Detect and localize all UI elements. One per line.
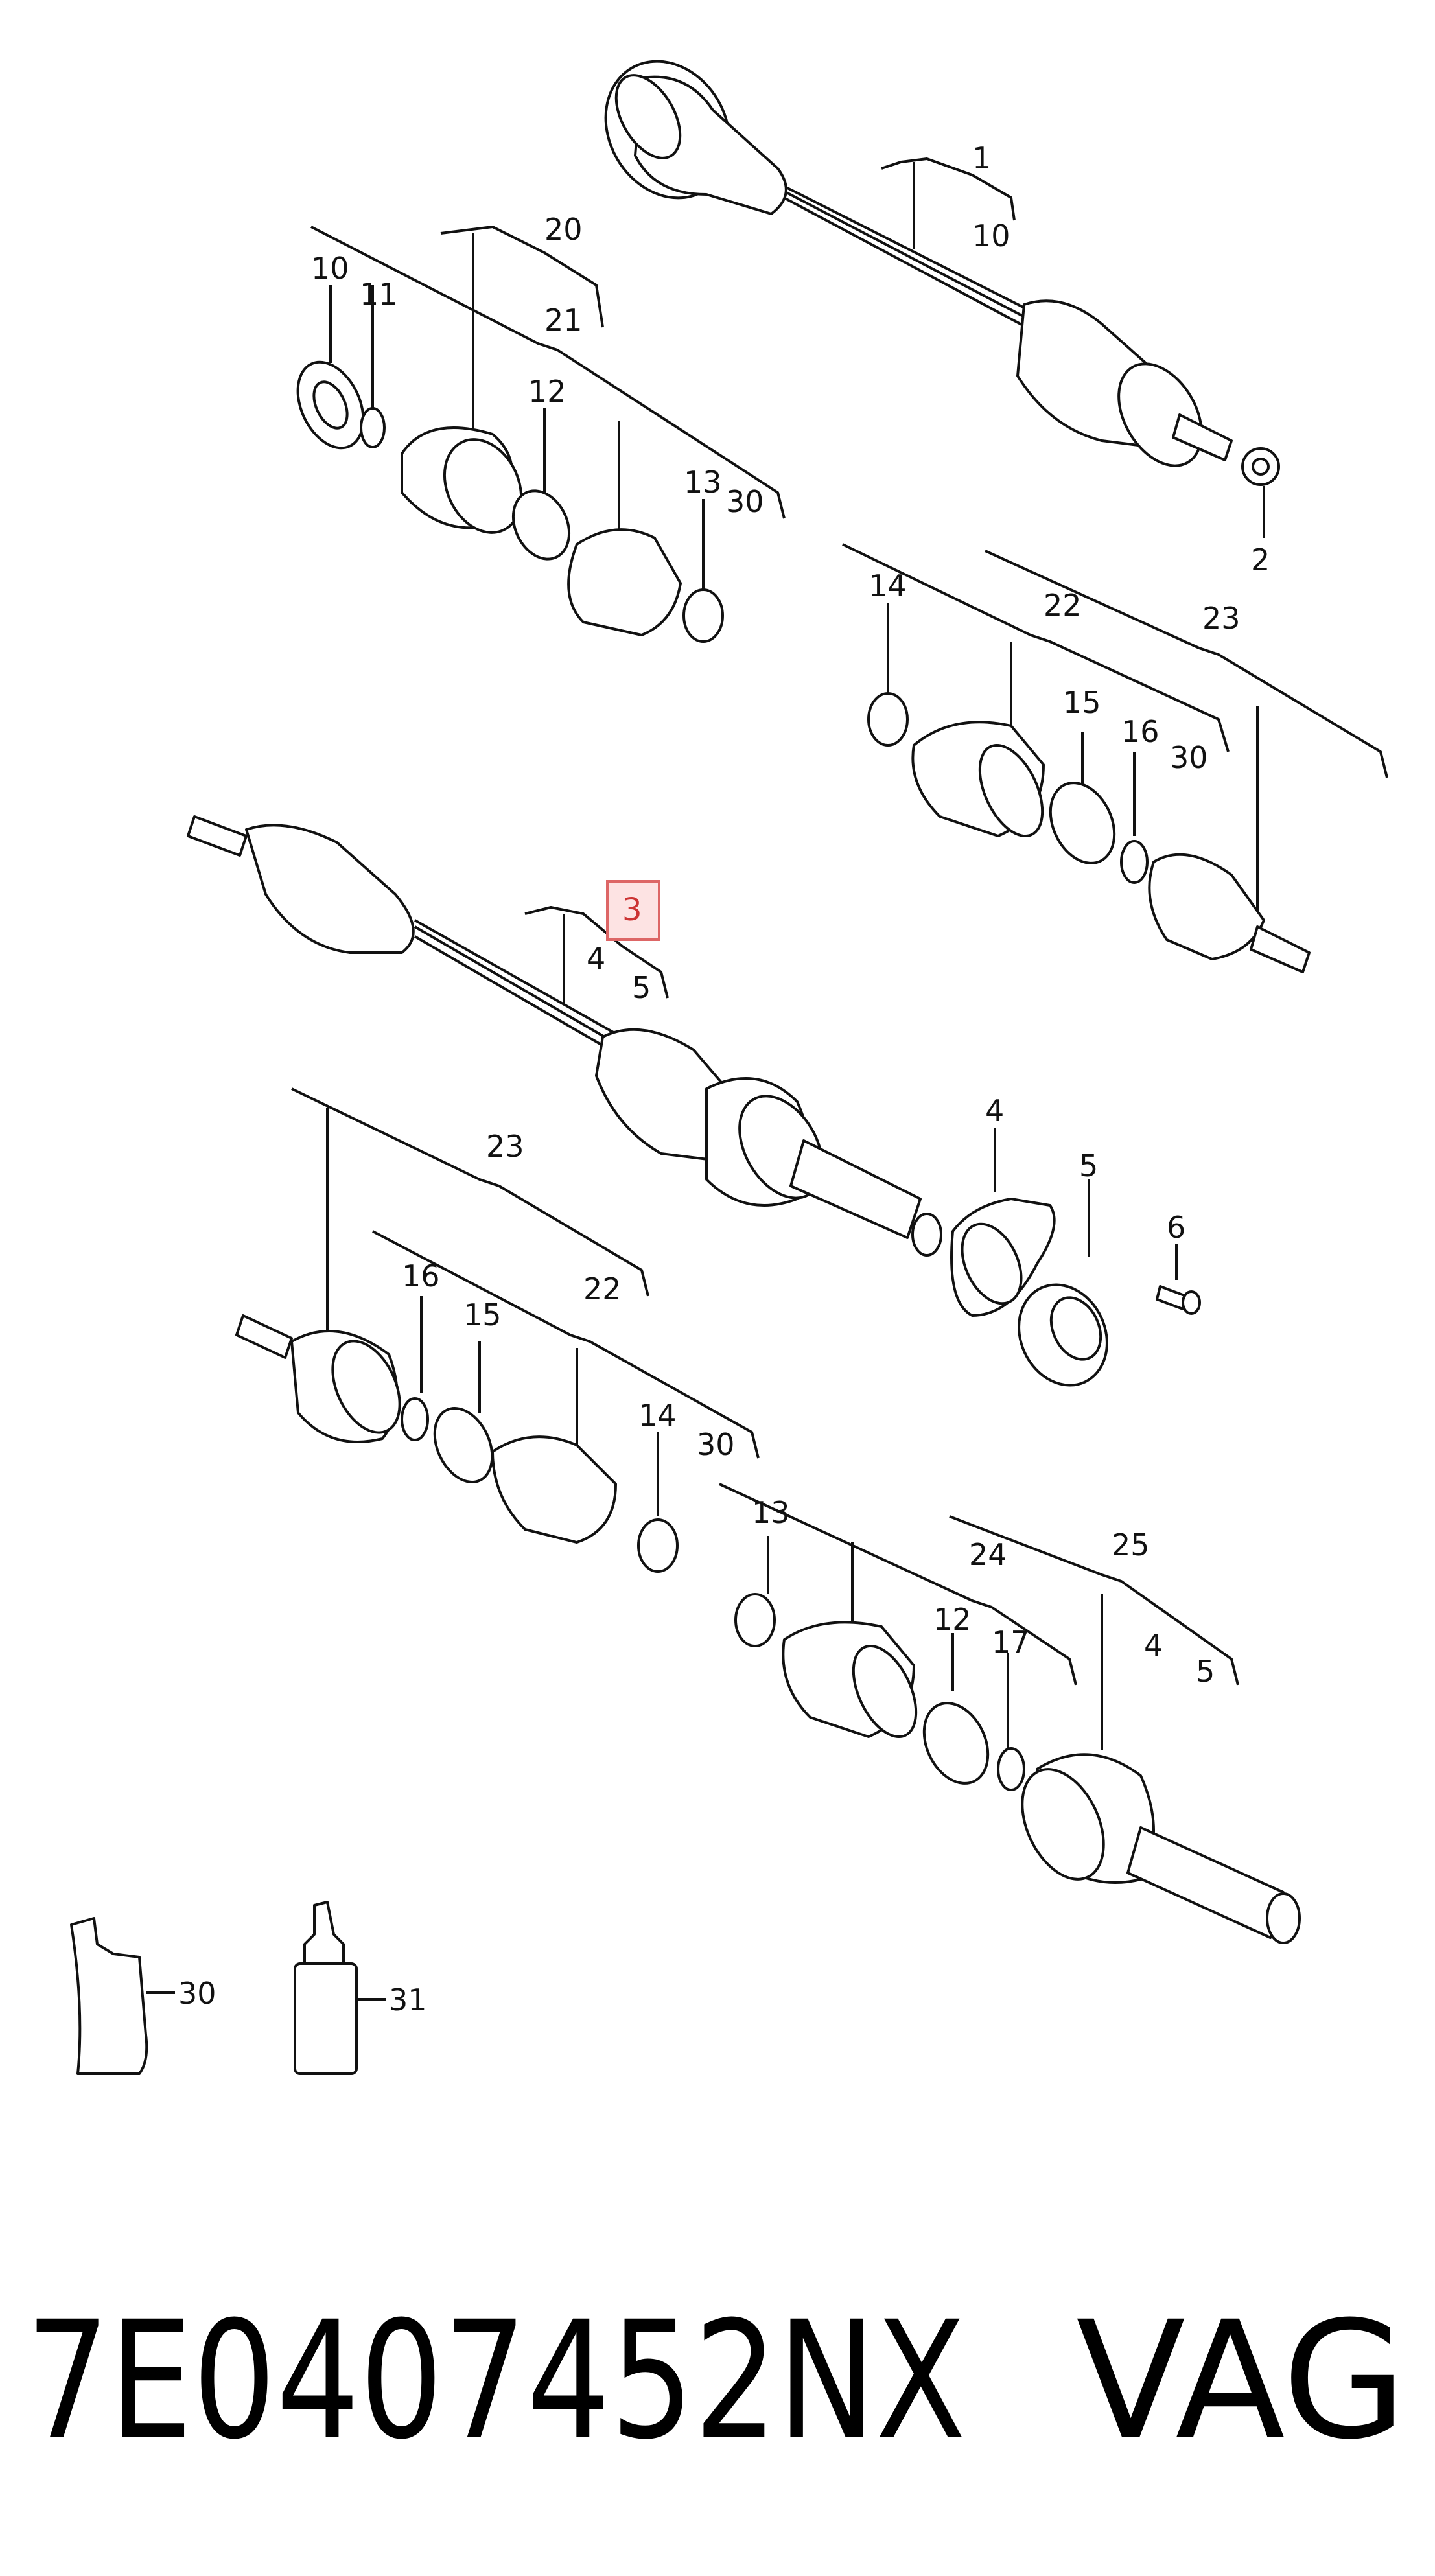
label-5-bearing: 5 [1079, 1148, 1098, 1183]
label-20: 20 [544, 212, 583, 247]
label-14-lower: 14 [638, 1398, 677, 1433]
label-14-right: 14 [869, 568, 907, 603]
label-10-top: 10 [972, 218, 1010, 253]
label-30-top-left: 30 [726, 484, 764, 519]
label-5-lower: 5 [1196, 1654, 1215, 1689]
highlight-box-3 [606, 880, 660, 941]
brand-name: VAG [1076, 2286, 1406, 2475]
cv-joint-kit-upper-left [296, 226, 786, 643]
grease-tube-and-bottle [70, 1901, 386, 2075]
label-31-bottle: 31 [389, 1982, 427, 2017]
label-10-left: 10 [311, 251, 349, 286]
label-23-right: 23 [1202, 601, 1241, 636]
label-12-lower: 12 [933, 1602, 972, 1637]
label-11-top: 11 [360, 277, 398, 312]
label-5-middle: 5 [632, 970, 651, 1005]
cv-joint-kit-lower-right [719, 1483, 1301, 1944]
label-25: 25 [1112, 1527, 1150, 1562]
callout-lines-top [881, 157, 1265, 538]
label-30-grease: 30 [178, 1976, 216, 2011]
label-30-lower: 30 [697, 1427, 735, 1462]
label-16-right: 16 [1121, 714, 1160, 749]
label-22-right: 22 [1044, 588, 1082, 623]
cv-joint-kit-right [842, 543, 1388, 973]
drive-shaft-assembly-middle [187, 815, 942, 1257]
label-16-lower: 16 [402, 1259, 440, 1294]
callout-lines-middle [524, 906, 669, 1004]
label-15-lower: 15 [463, 1297, 502, 1332]
label-4-seal: 4 [985, 1093, 1004, 1128]
part-number: 7E0407452NX [26, 2286, 966, 2475]
label-4-lower: 4 [1144, 1628, 1163, 1663]
label-24: 24 [969, 1537, 1007, 1572]
cv-joint-kit-lower-left [235, 1087, 760, 1573]
drive-shaft-assembly-top [604, 60, 1280, 486]
seal-bearing-bolt [950, 1128, 1201, 1387]
label-12-top: 12 [528, 374, 566, 409]
label-4-middle: 4 [587, 941, 605, 976]
label-22-lower: 22 [583, 1271, 622, 1306]
label-6-bolt: 6 [1167, 1210, 1185, 1245]
label-2: 2 [1251, 542, 1270, 577]
label-30-right: 30 [1170, 740, 1208, 775]
label-17: 17 [992, 1625, 1030, 1660]
label-3-highlighted: 3 [622, 892, 642, 928]
label-15-right: 15 [1063, 685, 1101, 720]
label-21: 21 [544, 303, 583, 338]
label-23-lower: 23 [486, 1129, 524, 1164]
label-13-lower: 13 [752, 1495, 790, 1530]
label-1: 1 [972, 141, 991, 176]
label-13-top: 13 [684, 465, 722, 500]
